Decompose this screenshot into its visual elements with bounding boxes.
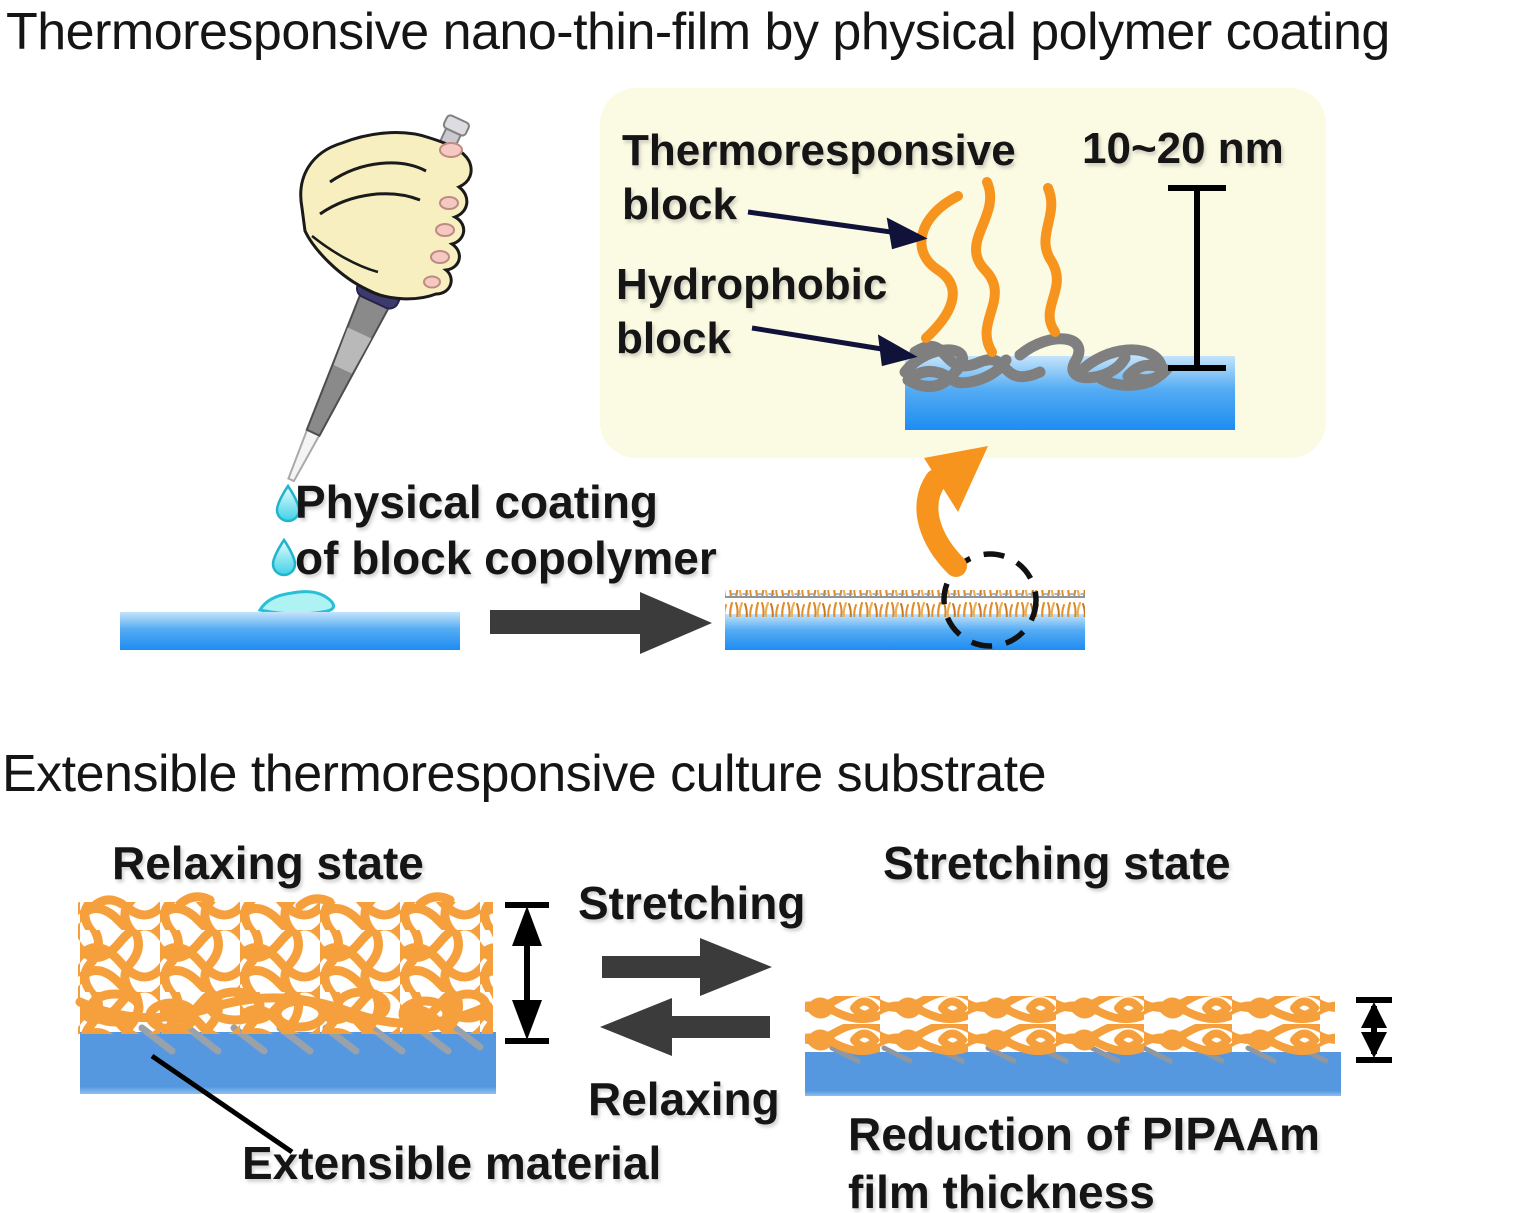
extensible-substrate-left xyxy=(80,1032,496,1094)
magnify-circle xyxy=(941,551,1039,649)
stretching-arrow-label: Stretching xyxy=(578,877,806,929)
process-arrow xyxy=(490,592,712,654)
relaxing-assembly xyxy=(75,892,496,1094)
relaxing-arrow-label: Relaxing xyxy=(588,1073,780,1125)
thickness-arrow-left xyxy=(505,902,549,1044)
pipaam-mesh-thin xyxy=(805,996,1335,1056)
hydrophobic-block-label: Hydrophobic block xyxy=(616,260,888,363)
bottom-section-title: Extensible thermoresponsive culture subs… xyxy=(2,745,1047,803)
stretching-assembly xyxy=(805,996,1341,1096)
polymer-fuzz-layer xyxy=(725,590,1085,617)
thickness-arrow-right xyxy=(1356,997,1392,1063)
thickness-measure xyxy=(1168,185,1226,371)
droplet-icon xyxy=(271,483,301,577)
extensible-material-label: Extensible material xyxy=(242,1137,662,1189)
hydrophobic-chains xyxy=(899,333,1175,392)
mesh-bottom-loops xyxy=(75,892,493,1034)
coated-substrate xyxy=(725,590,1085,650)
label-arrows xyxy=(747,209,928,367)
pipette-illustration xyxy=(287,114,473,483)
hand xyxy=(299,131,473,301)
material-leader-line xyxy=(150,1053,294,1155)
stretching-arrow xyxy=(602,938,772,996)
block-copolymer-schematic xyxy=(747,177,1235,430)
liquid-puddle xyxy=(257,590,335,616)
stretching-state-label: Stretching state xyxy=(883,837,1231,889)
relaxing-state-label: Relaxing state xyxy=(112,837,424,889)
top-section-title: Thermoresponsive nano-thin-film by physi… xyxy=(6,3,1390,61)
relaxing-arrow xyxy=(600,998,770,1056)
magnify-arrow xyxy=(916,446,988,577)
thumb-nail xyxy=(439,142,463,158)
extensible-substrate-right xyxy=(805,1052,1341,1096)
process-label: Physical coating of block copolymer xyxy=(295,476,717,585)
thermoresponsive-chains xyxy=(916,177,1062,357)
thermoresponsive-block-label: Thermoresponsive block xyxy=(622,126,1016,229)
bare-substrate xyxy=(120,612,460,650)
thickness-label: 10~20 nm xyxy=(1082,124,1284,173)
reduction-label: Reduction of PIPAAm film thickness xyxy=(848,1108,1320,1213)
